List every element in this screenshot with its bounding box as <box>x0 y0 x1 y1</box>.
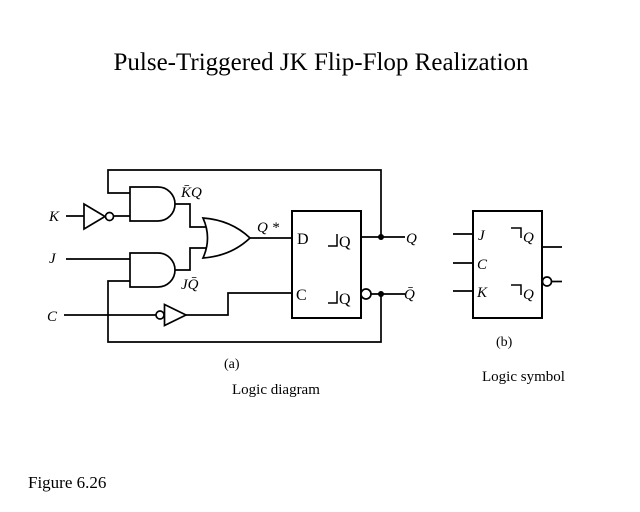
dff-d-label: D <box>297 231 309 248</box>
jk-qbar-bubble <box>541 276 553 287</box>
input-label-j: J <box>49 251 57 267</box>
postponed-output-icon <box>511 284 522 295</box>
dff-q-top-label: Q <box>339 234 351 251</box>
input-label-c: C <box>47 309 58 325</box>
inverter-c-triangle <box>163 303 188 327</box>
wire-cnot-to-clock <box>186 292 292 316</box>
jk-c-label: C <box>477 257 488 273</box>
wire-and-top-to-or <box>175 203 208 228</box>
caption-logic-symbol: Logic symbol <box>482 369 565 385</box>
figure-label: Figure 6.26 <box>28 473 106 492</box>
wire-q-feedback-top <box>107 169 382 237</box>
dff-c-label: C <box>296 287 307 304</box>
inverter-c-bubble <box>155 310 165 320</box>
and-gate-top <box>129 186 176 222</box>
caption-letter-b: (b) <box>496 335 513 350</box>
caption-letter-a: (a) <box>224 357 240 372</box>
inverter-k-bubble <box>104 211 115 222</box>
dff-q-bottom-label: Q <box>339 291 351 308</box>
jk-q-bottom-label: Q <box>523 287 534 303</box>
d-flip-flop-outline <box>291 210 362 319</box>
input-label-k: K <box>48 209 60 225</box>
and-top-output-label: K̄Q <box>180 185 202 201</box>
dff-qbar-bubble <box>360 288 372 300</box>
and-bottom-output-label: JQ̄ <box>181 277 199 293</box>
next-state-label: Q * <box>257 220 280 236</box>
logic-diagram: K J C K̄Q JQ̄ Q * <box>47 169 417 398</box>
wire-and-bottom-to-or <box>175 247 208 271</box>
jk-q-top-label: Q <box>523 230 534 246</box>
and-gate-bottom <box>129 252 176 288</box>
wire-qbar-feedback-bottom <box>107 280 382 343</box>
junction-dot-q <box>378 234 384 240</box>
output-label-qbar: Q̄ <box>404 287 415 303</box>
jk-j-label: J <box>478 228 486 244</box>
or-gate <box>201 217 252 259</box>
jk-symbol-outline <box>472 210 543 319</box>
inverter-c <box>155 303 188 327</box>
output-label-q: Q <box>406 231 417 247</box>
postponed-output-icon <box>511 227 522 238</box>
inverter-k-triangle <box>83 202 107 231</box>
inverter-k <box>83 202 115 231</box>
logic-symbol: J C K Q Q (b) Logic symbol <box>453 210 565 385</box>
d-flip-flop: D C Q Q <box>291 210 372 319</box>
jk-k-label: K <box>476 285 488 301</box>
junction-dot-qbar <box>378 291 384 297</box>
page-title: Pulse-Triggered JK Flip-Flop Realization <box>113 49 529 76</box>
caption-logic-diagram: Logic diagram <box>232 382 320 398</box>
postponed-output-icon <box>328 291 338 304</box>
postponed-output-icon <box>328 234 338 247</box>
